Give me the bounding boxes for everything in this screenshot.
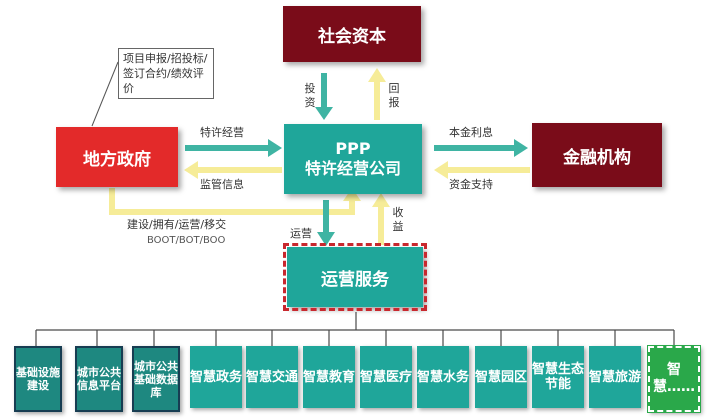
operate-label: 运营 xyxy=(290,227,312,240)
operate-arrow-shaft xyxy=(323,200,329,234)
local-government-node: 地方政府 xyxy=(56,127,178,187)
income-label: 收益 xyxy=(392,206,404,233)
supervision-label: 监管信息 xyxy=(200,178,244,191)
item-label: 智慧教育 xyxy=(303,369,356,385)
item-public-info-platform: 城市公共信息平台 xyxy=(75,346,123,412)
operations-service-label: 运营服务 xyxy=(321,269,389,290)
franchise-company-label: 特许经营公司 xyxy=(304,159,401,178)
item-label: 智慧生态节能 xyxy=(532,362,585,392)
process-note: 项目申报/招投标/签订合约/绩效评价 xyxy=(118,48,214,99)
item-label: 智慧交通 xyxy=(246,369,299,385)
item-smart-healthcare: 智慧医疗 xyxy=(360,346,412,408)
invest-arrow-shaft xyxy=(321,73,327,109)
funding-arrow-shaft xyxy=(446,167,530,173)
item-smart-education: 智慧教育 xyxy=(303,346,355,408)
item-smart-park: 智慧园区 xyxy=(475,346,527,408)
item-label: 城市公共基础数据库 xyxy=(134,359,178,399)
principal-interest-label: 本金利息 xyxy=(449,126,493,139)
build-label: 建设/拥有/运营/移交 xyxy=(127,218,227,231)
invest-arrow-head xyxy=(315,107,333,120)
return-arrow-shaft xyxy=(374,80,380,120)
principal-arrow-shaft xyxy=(434,145,516,151)
supervision-arrow-shaft xyxy=(196,167,282,173)
return-arrow-head xyxy=(368,68,386,82)
ppp-label: PPP xyxy=(335,139,371,158)
build-arrow-head xyxy=(343,188,361,201)
franchise-label: 特许经营 xyxy=(200,126,244,139)
financial-institution-node: 金融机构 xyxy=(532,123,662,187)
note-callout-line xyxy=(91,61,119,127)
item-public-database: 城市公共基础数据库 xyxy=(132,346,180,412)
local-government-label: 地方政府 xyxy=(83,149,151,170)
item-smart-transport: 智慧交通 xyxy=(246,346,298,408)
income-arrow-head xyxy=(372,193,390,207)
item-smart-water: 智慧水务 xyxy=(417,346,469,408)
social-capital-node: 社会资本 xyxy=(283,6,421,62)
income-arrow-shaft xyxy=(378,205,384,245)
franchise-arrow-head xyxy=(268,139,282,157)
build-mode-label: BOOT/BOT/BOO xyxy=(147,235,226,246)
operations-service-node: 运营服务 xyxy=(283,243,427,311)
return-label: 回报 xyxy=(388,82,400,109)
operate-arrow-head xyxy=(317,232,335,246)
item-smart-government: 智慧政务 xyxy=(190,346,242,408)
invest-label: 投资 xyxy=(304,82,316,109)
item-label: 智慧医疗 xyxy=(360,369,413,385)
item-label: 智慧园区 xyxy=(475,369,528,385)
principal-arrow-head xyxy=(514,139,528,157)
ppp-company-node: PPP 特许经营公司 xyxy=(284,124,422,194)
item-label: 城市公共信息平台 xyxy=(77,366,121,392)
tree-drops xyxy=(35,330,675,346)
funding-label: 资金支持 xyxy=(449,178,493,191)
item-smart-more: 智慧…… xyxy=(647,345,701,413)
item-label: 智慧…… xyxy=(653,362,695,395)
funding-arrow-head xyxy=(434,161,448,179)
financial-institution-label: 金融机构 xyxy=(563,147,631,168)
supervision-arrow-head xyxy=(184,161,198,179)
franchise-arrow-shaft xyxy=(185,145,270,151)
item-smart-eco-energy: 智慧生态节能 xyxy=(532,346,584,408)
item-label: 基础设施建设 xyxy=(16,366,60,392)
item-label: 智慧水务 xyxy=(417,369,470,385)
build-arrow-path xyxy=(109,188,355,215)
social-capital-label: 社会资本 xyxy=(318,26,386,47)
item-label: 智慧政务 xyxy=(190,369,243,385)
item-infrastructure: 基础设施建设 xyxy=(14,346,62,412)
item-smart-tourism: 智慧旅游 xyxy=(589,346,641,408)
item-label: 智慧旅游 xyxy=(589,369,642,385)
